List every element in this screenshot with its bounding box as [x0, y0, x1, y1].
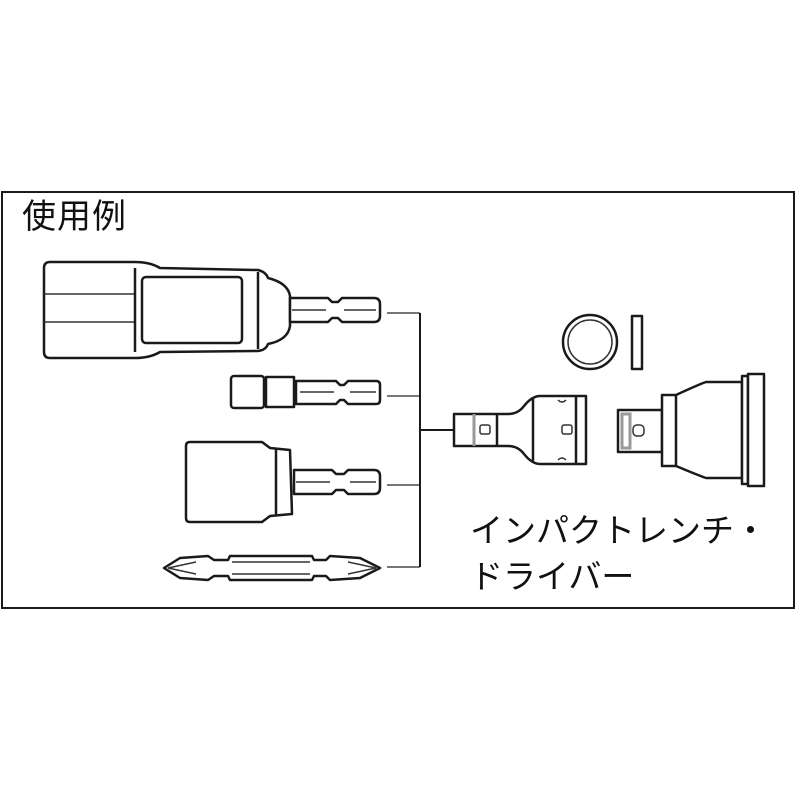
caption-line-2: ドライバー — [470, 557, 635, 596]
long-socket-adapter-icon — [42, 260, 382, 360]
nut-setter-bit-icon — [229, 374, 382, 410]
caption-line-1: インパクトレンチ・ — [470, 511, 767, 550]
diagram-title: 使用例 — [22, 197, 127, 237]
o-ring-icon — [561, 313, 619, 371]
impact-wrench-driver-caption: インパクトレンチ・ ドライバー — [470, 508, 767, 600]
retaining-pin-icon — [630, 314, 644, 371]
double-ended-bit-icon — [162, 554, 382, 582]
square-drive-adapter-icon — [452, 394, 588, 466]
bracket-connector — [387, 312, 453, 568]
short-socket-adapter-icon — [184, 440, 382, 524]
impact-socket-icon — [616, 372, 766, 488]
